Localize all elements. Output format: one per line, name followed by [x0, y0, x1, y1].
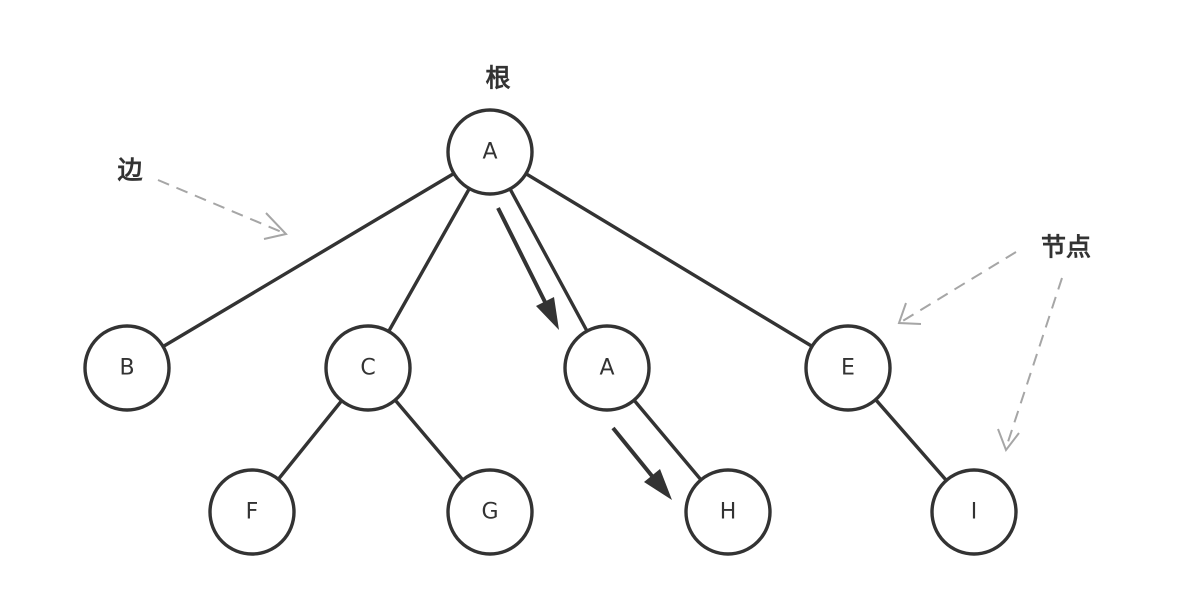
- traversal-arrow-a2-to-h: [611, 426, 672, 500]
- node-label-f: F: [246, 500, 259, 525]
- edge-root-b: [125, 150, 492, 370]
- tree-node-g[interactable]: G: [446, 468, 534, 556]
- node-label-i: I: [971, 500, 978, 525]
- node-label-a2: A: [599, 356, 614, 381]
- traversal-arrow-root-to-a2: [496, 207, 559, 330]
- root-callout-label: 根: [485, 64, 510, 93]
- edge-callout-arrow: [157, 179, 288, 240]
- edge-callout-label: 边: [117, 156, 143, 185]
- node-label-root: A: [482, 140, 497, 165]
- callout-labels: 根 边 节点: [117, 64, 1091, 262]
- tree-node-b[interactable]: B: [83, 324, 171, 412]
- node-callout-arrow-e: [897, 251, 1017, 325]
- tree-node-h[interactable]: H: [684, 468, 772, 556]
- tree-node-a2[interactable]: A: [563, 324, 651, 412]
- node-label-g: G: [481, 500, 498, 525]
- traversal-arrows: [496, 207, 672, 500]
- node-callout-arrow-i: [997, 277, 1063, 453]
- tree-node-c[interactable]: C: [324, 324, 412, 412]
- node-label-c: C: [360, 356, 375, 381]
- nodes: A B C A E F G H: [83, 108, 1018, 556]
- node-label-h: H: [720, 500, 737, 525]
- node-label-b: B: [119, 356, 134, 381]
- tree-node-root[interactable]: A: [446, 108, 534, 196]
- node-label-e: E: [841, 356, 855, 381]
- tree-node-e[interactable]: E: [804, 324, 892, 412]
- tree-node-i[interactable]: I: [930, 468, 1018, 556]
- tree-node-f[interactable]: F: [208, 468, 296, 556]
- edge-root-e: [488, 150, 850, 370]
- node-callout-label: 节点: [1041, 233, 1091, 262]
- callout-arrows: [157, 179, 1063, 453]
